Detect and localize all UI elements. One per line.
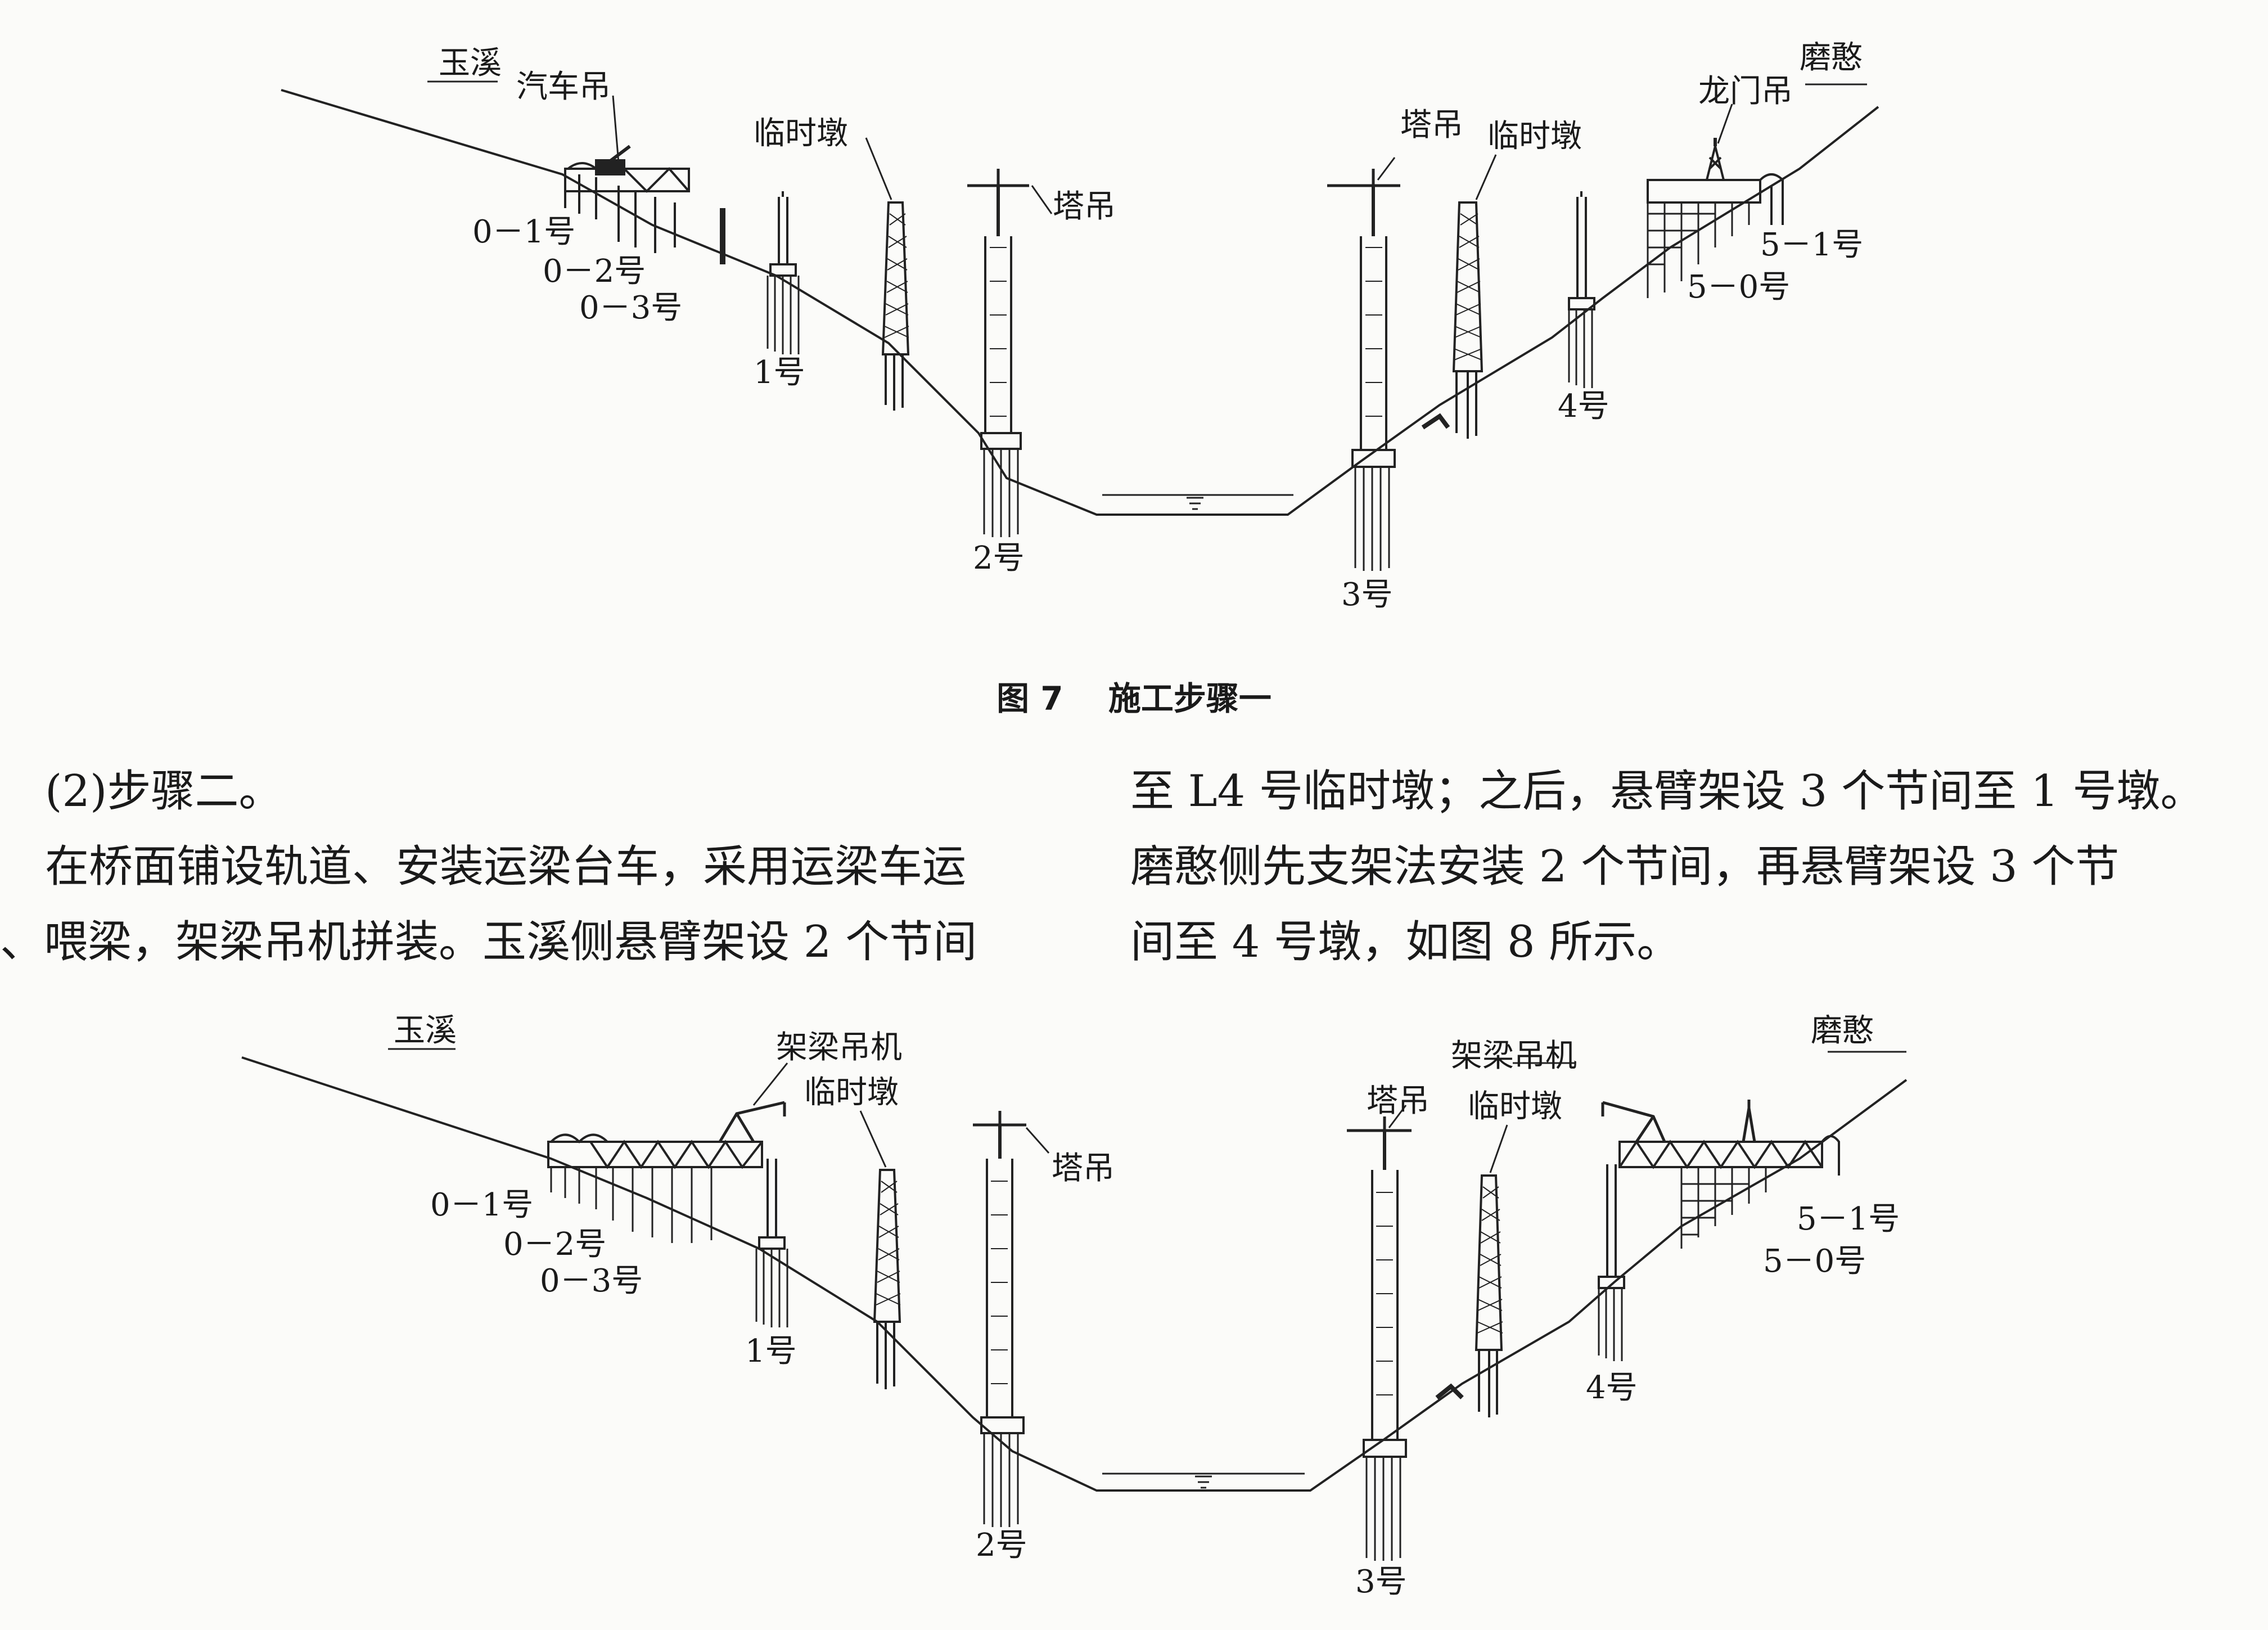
text-line: (2)步骤二。	[45, 766, 283, 817]
text-line: 间至 4 号墩，如图 8 所示。	[1130, 917, 1681, 967]
label-crane-truck: 汽车吊	[516, 69, 611, 105]
gantry-crane	[1706, 138, 1725, 181]
label-mohan: 磨憨	[1811, 1012, 1874, 1049]
right-deck-truss	[1618, 1135, 1840, 1249]
pier-4	[1598, 1164, 1625, 1361]
label-pier-0-2: 0－2号	[543, 253, 646, 290]
pier-3	[1327, 169, 1400, 571]
water-level-mark	[1187, 497, 1203, 510]
label-pier-2: 2号	[976, 1527, 1027, 1564]
label-tower-crane-right: 塔吊	[1367, 1083, 1430, 1119]
terrain-profile	[281, 89, 1879, 516]
label-yuxi: 玉溪	[439, 45, 502, 82]
pier-2	[973, 1111, 1026, 1527]
text-column-right: 至 L4 号临时墩；之后，悬臂架设 3 个节间至 1 号墩。 磨憨侧先支架法安装…	[1130, 754, 2249, 980]
crane-truck	[595, 145, 631, 175]
text-line: 、喂梁，架梁吊机拼装。玉溪侧悬臂架设 2 个节间	[0, 917, 977, 967]
beam-crane-left	[718, 1101, 786, 1143]
anchor-block	[1435, 1383, 1464, 1400]
pier-1	[755, 1159, 788, 1327]
pier-2	[967, 169, 1029, 537]
beam-crane-right	[1601, 1100, 1756, 1143]
label-temp-pier-left: 临时墩	[804, 1074, 899, 1111]
figure-7-caption: 图 7 施工步骤一	[0, 672, 2268, 719]
pier-3	[1347, 1116, 1412, 1561]
label-pier-3: 3号	[1341, 577, 1393, 613]
label-pier-2: 2号	[973, 540, 1025, 577]
figure-7-drawing	[281, 80, 1879, 571]
label-tower-crane-right: 塔吊	[1400, 107, 1463, 143]
pier-4	[1568, 191, 1595, 388]
label-tower-crane-left: 塔吊	[1053, 188, 1116, 225]
text-line: 磨憨侧先支架法安装 2 个节间，再悬臂架设 3 个节	[1130, 841, 2120, 892]
figure-8-construction-step-two: 玉溪 架梁吊机 临时墩 塔吊 塔吊 架梁吊机 临时墩 磨憨 0－1号 0－2号 …	[0, 990, 2268, 1630]
label-tower-crane-left: 塔吊	[1052, 1150, 1115, 1187]
label-gantry-crane: 龙门吊	[1698, 73, 1793, 110]
label-pier-5-1: 5－1号	[1760, 227, 1864, 263]
anchor-block	[1421, 413, 1450, 430]
body-text: (2)步骤二。 在桥面铺设轨道、安装运梁台车，采用运梁车运 、喂梁，架梁吊机拼装…	[0, 754, 2268, 967]
label-pier-1: 1号	[754, 354, 805, 391]
tower-crane-right-jib	[1327, 169, 1400, 187]
label-pier-0-1: 0－1号	[430, 1187, 534, 1223]
label-pier-5-1: 5－1号	[1797, 1201, 1900, 1237]
label-temp-pier-left: 临时墩	[754, 115, 848, 152]
temp-pier-left	[881, 201, 910, 411]
label-pier-1: 1号	[745, 1333, 797, 1370]
left-abutment-piers	[564, 162, 725, 264]
label-pier-4: 4号	[1586, 1370, 1638, 1406]
caption-title: 施工步骤一	[1108, 679, 1271, 718]
label-pier-5-0: 5－0号	[1687, 269, 1791, 305]
pier-1	[766, 191, 800, 354]
label-beam-crane-right: 架梁吊机	[1451, 1038, 1577, 1074]
figure-8-drawing	[241, 1048, 1908, 1561]
temp-pier-right	[1452, 201, 1484, 439]
label-yuxi: 玉溪	[394, 1012, 457, 1049]
label-temp-pier-right: 临时墩	[1487, 118, 1582, 155]
label-beam-crane-left: 架梁吊机	[776, 1029, 902, 1066]
label-pier-0-2: 0－2号	[503, 1226, 607, 1263]
temp-pier-right	[1475, 1174, 1503, 1417]
label-pier-4: 4号	[1558, 388, 1609, 425]
terrain-profile	[241, 1056, 1908, 1492]
right-abutment-piers	[1647, 173, 1784, 298]
label-temp-pier-right: 临时墩	[1468, 1088, 1562, 1125]
label-pier-3: 3号	[1355, 1564, 1407, 1600]
temp-pier-left	[873, 1169, 901, 1389]
left-deck-truss	[547, 1133, 763, 1243]
tower-crane-left-jib	[967, 169, 1029, 187]
label-pier-0-1: 0－1号	[472, 214, 576, 250]
text-line: 在桥面铺设轨道、安装运梁台车，采用运梁车运	[45, 841, 967, 892]
figure-7-construction-step-one: 玉溪 汽车吊 临时墩 塔吊 塔吊 临时墩 龙门吊 磨憨 0－1号 0－2号 0－…	[0, 0, 2268, 664]
label-pier-0-3: 0－3号	[540, 1263, 643, 1299]
text-column-left: (2)步骤二。 在桥面铺设轨道、安装运梁台车，采用运梁车运 、喂梁，架梁吊机拼装…	[0, 754, 1068, 980]
caption-number: 图 7	[997, 679, 1063, 718]
label-pier-0-3: 0－3号	[579, 290, 683, 326]
text-line: 至 L4 号临时墩；之后，悬臂架设 3 个节间至 1 号墩。	[1130, 766, 2204, 817]
water-level-mark	[1195, 1475, 1212, 1489]
label-pier-5-0: 5－0号	[1763, 1243, 1866, 1280]
label-mohan: 磨憨	[1800, 39, 1863, 76]
